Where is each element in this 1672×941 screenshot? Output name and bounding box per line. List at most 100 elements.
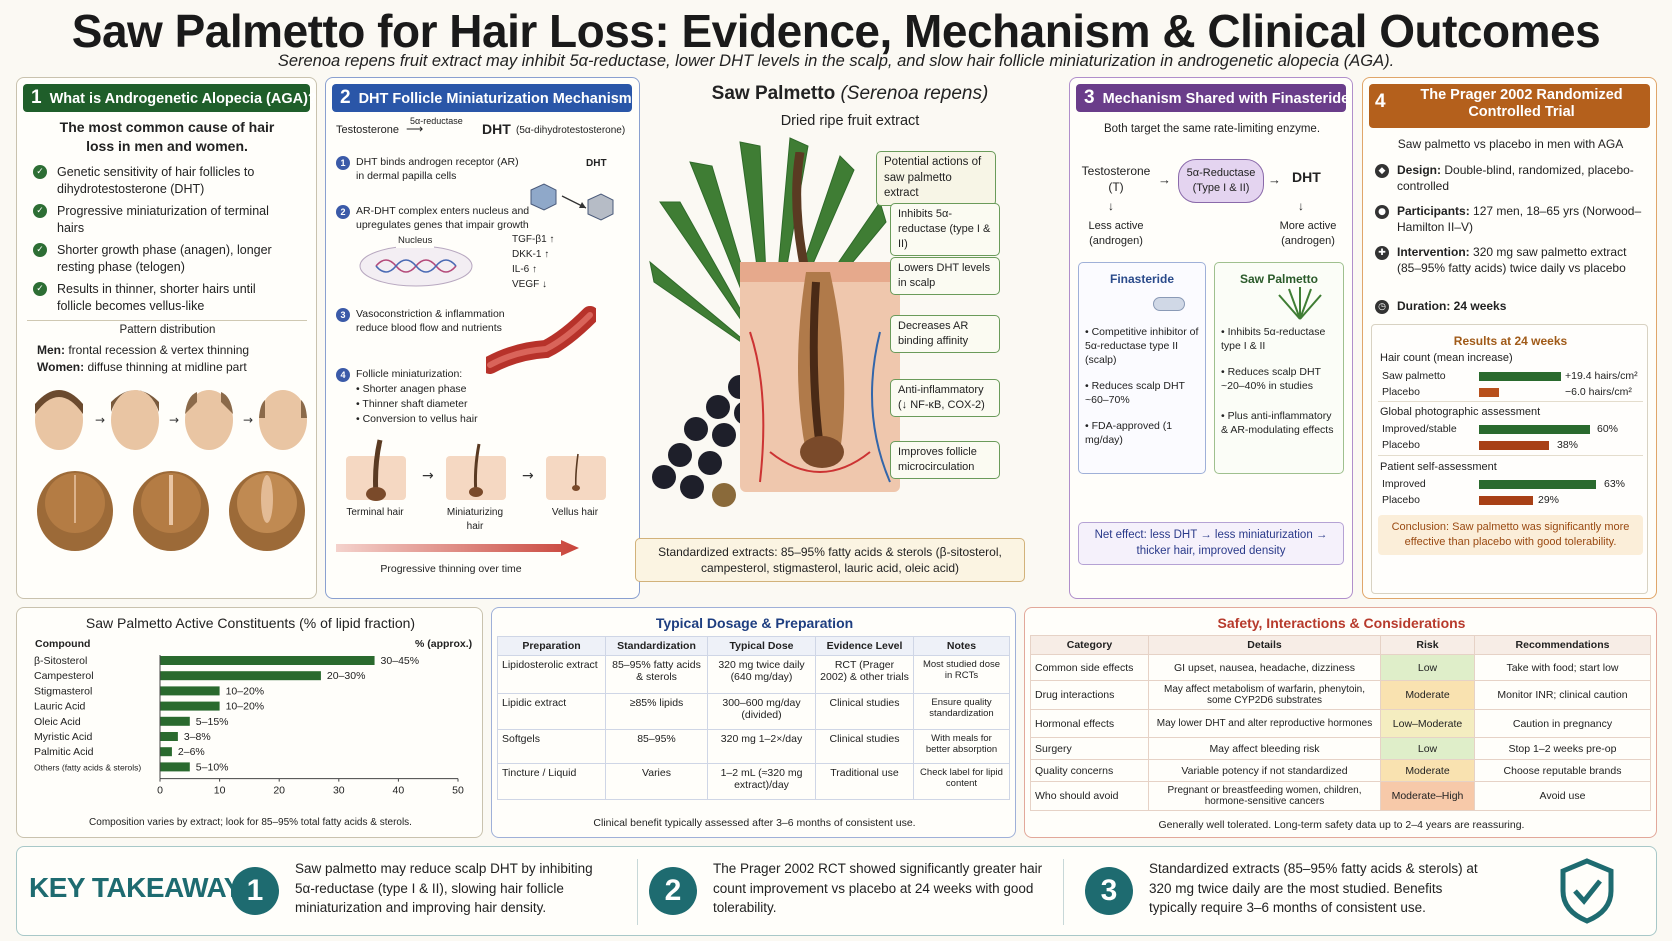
- step-1-text: DHT binds androgen receptor (AR) in derm…: [356, 156, 519, 183]
- dht-molecule-label: DHT: [586, 158, 607, 169]
- table-cell: Common side effects: [1030, 654, 1149, 681]
- chart-col-right: % (approx.): [415, 638, 473, 650]
- p3-more: More active (androgen): [1279, 220, 1337, 247]
- hc-bar-saw: [1479, 372, 1561, 381]
- safety-col-header: Details: [1148, 635, 1381, 655]
- progress-arrow: [336, 540, 579, 556]
- check-icon: ✓: [33, 204, 47, 218]
- p3-intro: Both target the same rate-limiting enzym…: [1103, 123, 1321, 135]
- bar: [160, 701, 220, 711]
- panel-key-takeaways: KEY TAKEAWAYS 1 Saw palmetto may reduce …: [16, 846, 1657, 936]
- conclusion-box: Conclusion: Saw palmetto was significant…: [1378, 515, 1643, 555]
- hair-label: Terminal hair: [346, 507, 404, 518]
- gene-item: VEGF ↓: [512, 279, 548, 290]
- step-2-marker: 2: [336, 205, 350, 219]
- takeaways-title: KEY TAKEAWAYS: [29, 872, 261, 903]
- arrow: →: [1268, 172, 1281, 187]
- divider: [1063, 859, 1064, 925]
- action-box: Inhibits 5α-reductase (type I & II): [890, 203, 1000, 256]
- aga-lead: The most common cause of hair loss in me…: [59, 119, 275, 154]
- takeaway-text: The Prager 2002 RCT showed significantly…: [713, 861, 1043, 916]
- table-cell: Varies: [605, 763, 708, 800]
- psa-bar-placebo: [1479, 496, 1533, 505]
- table-cell: GI upset, nausea, headache, dizziness: [1148, 654, 1381, 681]
- aga-item: Progressive miniaturization of terminal …: [57, 204, 269, 235]
- center-title: Saw Palmetto (Serenoa repens): [711, 83, 989, 104]
- intervention-icon: ✚: [1375, 246, 1389, 260]
- page-title: Saw Palmetto for Hair Loss: Evidence, Me…: [71, 5, 1601, 57]
- psa-value: 29%: [1538, 494, 1560, 506]
- table-cell: Tincture / Liquid: [497, 763, 606, 800]
- dht-full: (5α-dihydrotestosterone): [516, 125, 626, 136]
- table-cell: 85–95% fatty acids & sterols: [605, 655, 708, 694]
- table-cell: Caution in pregnancy: [1474, 709, 1651, 738]
- action-box: Lowers DHT levels in scalp: [890, 257, 1000, 295]
- table-cell: 320 mg twice daily (640 mg/day): [707, 655, 816, 694]
- svg-text:→: →: [243, 413, 253, 427]
- category-label: Oleic Acid: [34, 716, 81, 728]
- p4-intervention: Intervention: 320 mg saw palmetto extrac…: [1397, 245, 1627, 276]
- hair-label: Miniaturizing hair: [446, 507, 504, 532]
- takeaway-text: Saw palmetto may reduce scalp DHT by inh…: [295, 861, 593, 916]
- psa-value: 63%: [1604, 478, 1626, 490]
- skin-follicle-cross-section: [740, 152, 900, 492]
- svg-text:→: →: [522, 468, 534, 484]
- step-4-item: • Shorter anagen phase: [356, 383, 467, 395]
- bar: [160, 762, 190, 772]
- hc-value: +19.4 hairs/cm²: [1565, 370, 1638, 382]
- takeaway-number: 2: [649, 867, 697, 915]
- dosage-title: Typical Dosage & Preparation: [655, 615, 854, 631]
- table-cell: May affect metabolism of warfarin, pheny…: [1148, 680, 1381, 710]
- table-cell: Traditional use: [815, 763, 914, 800]
- table-cell: 320 mg 1–2×/day: [707, 729, 816, 764]
- saw-item: • Plus anti-inflammatory & AR-modulating…: [1221, 410, 1334, 437]
- gpa-value: 60%: [1597, 423, 1619, 435]
- terminal-hair-icon: [346, 439, 406, 501]
- gpa-bar-placebo: [1479, 441, 1549, 450]
- bar: [160, 716, 190, 726]
- table-cell: 300–600 mg/day (divided): [707, 693, 816, 730]
- data-label: 5–15%: [196, 716, 229, 728]
- svg-text:→: →: [169, 413, 179, 427]
- blood-vessel-icon: [486, 306, 596, 374]
- shield-check-icon: [1560, 858, 1614, 924]
- table-cell: Ensure quality standardization: [913, 693, 1010, 730]
- bar: [160, 686, 220, 696]
- miniaturizing-hair-icon: [446, 443, 506, 500]
- male-head-stage-1: [35, 390, 83, 450]
- table-cell: Check label for lipid content: [913, 763, 1010, 800]
- data-label: 20–30%: [327, 670, 366, 682]
- divider: [637, 859, 638, 925]
- category-label: β-Sitosterol: [34, 655, 87, 667]
- dosage-col-header: Standardization: [605, 636, 708, 656]
- psa-label: Placebo: [1382, 494, 1420, 506]
- saw-item: • Inhibits 5α-reductase type I & II: [1221, 326, 1326, 353]
- category-label: Myristic Acid: [34, 731, 93, 743]
- x-tick-label: 20: [273, 785, 285, 797]
- table-cell: Pregnant or breastfeeding women, childre…: [1148, 781, 1381, 811]
- table-cell: Clinical studies: [815, 693, 914, 730]
- takeaway-number: 3: [1085, 867, 1133, 915]
- gpa-label: Placebo: [1382, 439, 1420, 451]
- dht-label: DHT: [482, 121, 511, 137]
- action-box: Decreases AR binding affinity: [890, 315, 1000, 353]
- table-cell: Choose reputable brands: [1474, 759, 1651, 782]
- takeaway-number: 1: [231, 867, 279, 915]
- center-subtitle: Dried ripe fruit extract: [780, 113, 920, 129]
- divider: [27, 320, 307, 321]
- pattern-women: Women: diffuse thinning at midline part: [37, 360, 247, 374]
- takeaway-text: Standardized extracts (85–95% fatty acid…: [1149, 861, 1478, 916]
- bar: [160, 671, 321, 681]
- enzyme-label: 5α-reductase: [410, 116, 463, 126]
- bar: [160, 747, 172, 757]
- category-label: Lauric Acid: [34, 701, 86, 713]
